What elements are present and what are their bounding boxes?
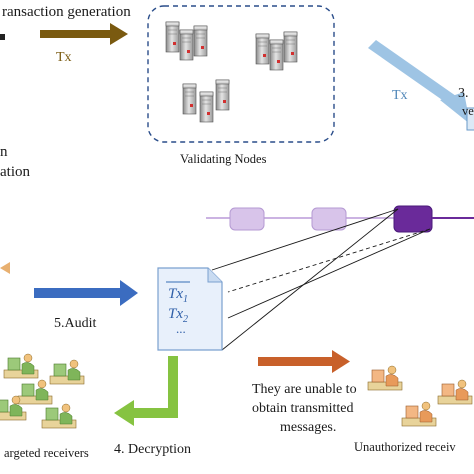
- ledger-edge-icon: [466, 107, 474, 131]
- step2-label-line2: ation: [0, 164, 30, 180]
- unable-text-line1: They are unable to: [252, 382, 357, 397]
- transaction-document-icon: [157, 267, 223, 351]
- doc-tx2-text: Tx: [168, 306, 183, 322]
- person-at-desk-icon: [0, 353, 85, 429]
- doc-tx1: Tx1: [168, 286, 188, 306]
- chain-block: [311, 207, 347, 231]
- decryption-label: 4. Decryption: [114, 442, 191, 457]
- targeted-receivers-label: argeted receivers: [4, 446, 89, 460]
- validating-nodes-box: [147, 5, 335, 143]
- decryption-arrow: [114, 356, 178, 426]
- left-edge-marker: [0, 262, 10, 274]
- unable-text-line3: messages.: [280, 420, 337, 435]
- zoom-lines: [211, 208, 431, 351]
- unauthorized-receivers-label: Unauthorized receiv: [354, 440, 456, 454]
- audit-label: 5.Audit: [54, 316, 97, 331]
- person-at-desk-icon: [367, 365, 473, 427]
- step1-label: ransaction generation: [2, 4, 131, 20]
- tx-arrow-brown: [40, 23, 128, 45]
- step3-sub-label: ve: [462, 104, 474, 118]
- blockchain-chain: [206, 205, 474, 233]
- unable-text-line2: obtain transmitted: [252, 401, 354, 416]
- doc-dots: ...: [176, 321, 186, 336]
- tx-label-right: Tx: [392, 88, 408, 103]
- doc-tx2: Tx2: [168, 306, 188, 326]
- server-rack-icon: [165, 21, 298, 123]
- doc-tx2-sub: 2: [183, 314, 188, 325]
- doc-tx1-sub: 1: [183, 294, 188, 305]
- validating-nodes-label: Validating Nodes: [180, 152, 267, 166]
- tx-arrow-lightblue: [368, 40, 470, 124]
- small-block-icon: [0, 34, 5, 40]
- unauthorized-arrow: [258, 350, 350, 373]
- audit-arrow: [34, 280, 138, 306]
- step2-label-line1: n: [0, 144, 8, 160]
- chain-block-selected: [393, 205, 433, 233]
- chain-block: [229, 207, 265, 231]
- step3-label: 3.: [458, 86, 469, 101]
- tx-label-left: Tx: [56, 50, 72, 65]
- doc-tx1-text: Tx: [168, 286, 183, 302]
